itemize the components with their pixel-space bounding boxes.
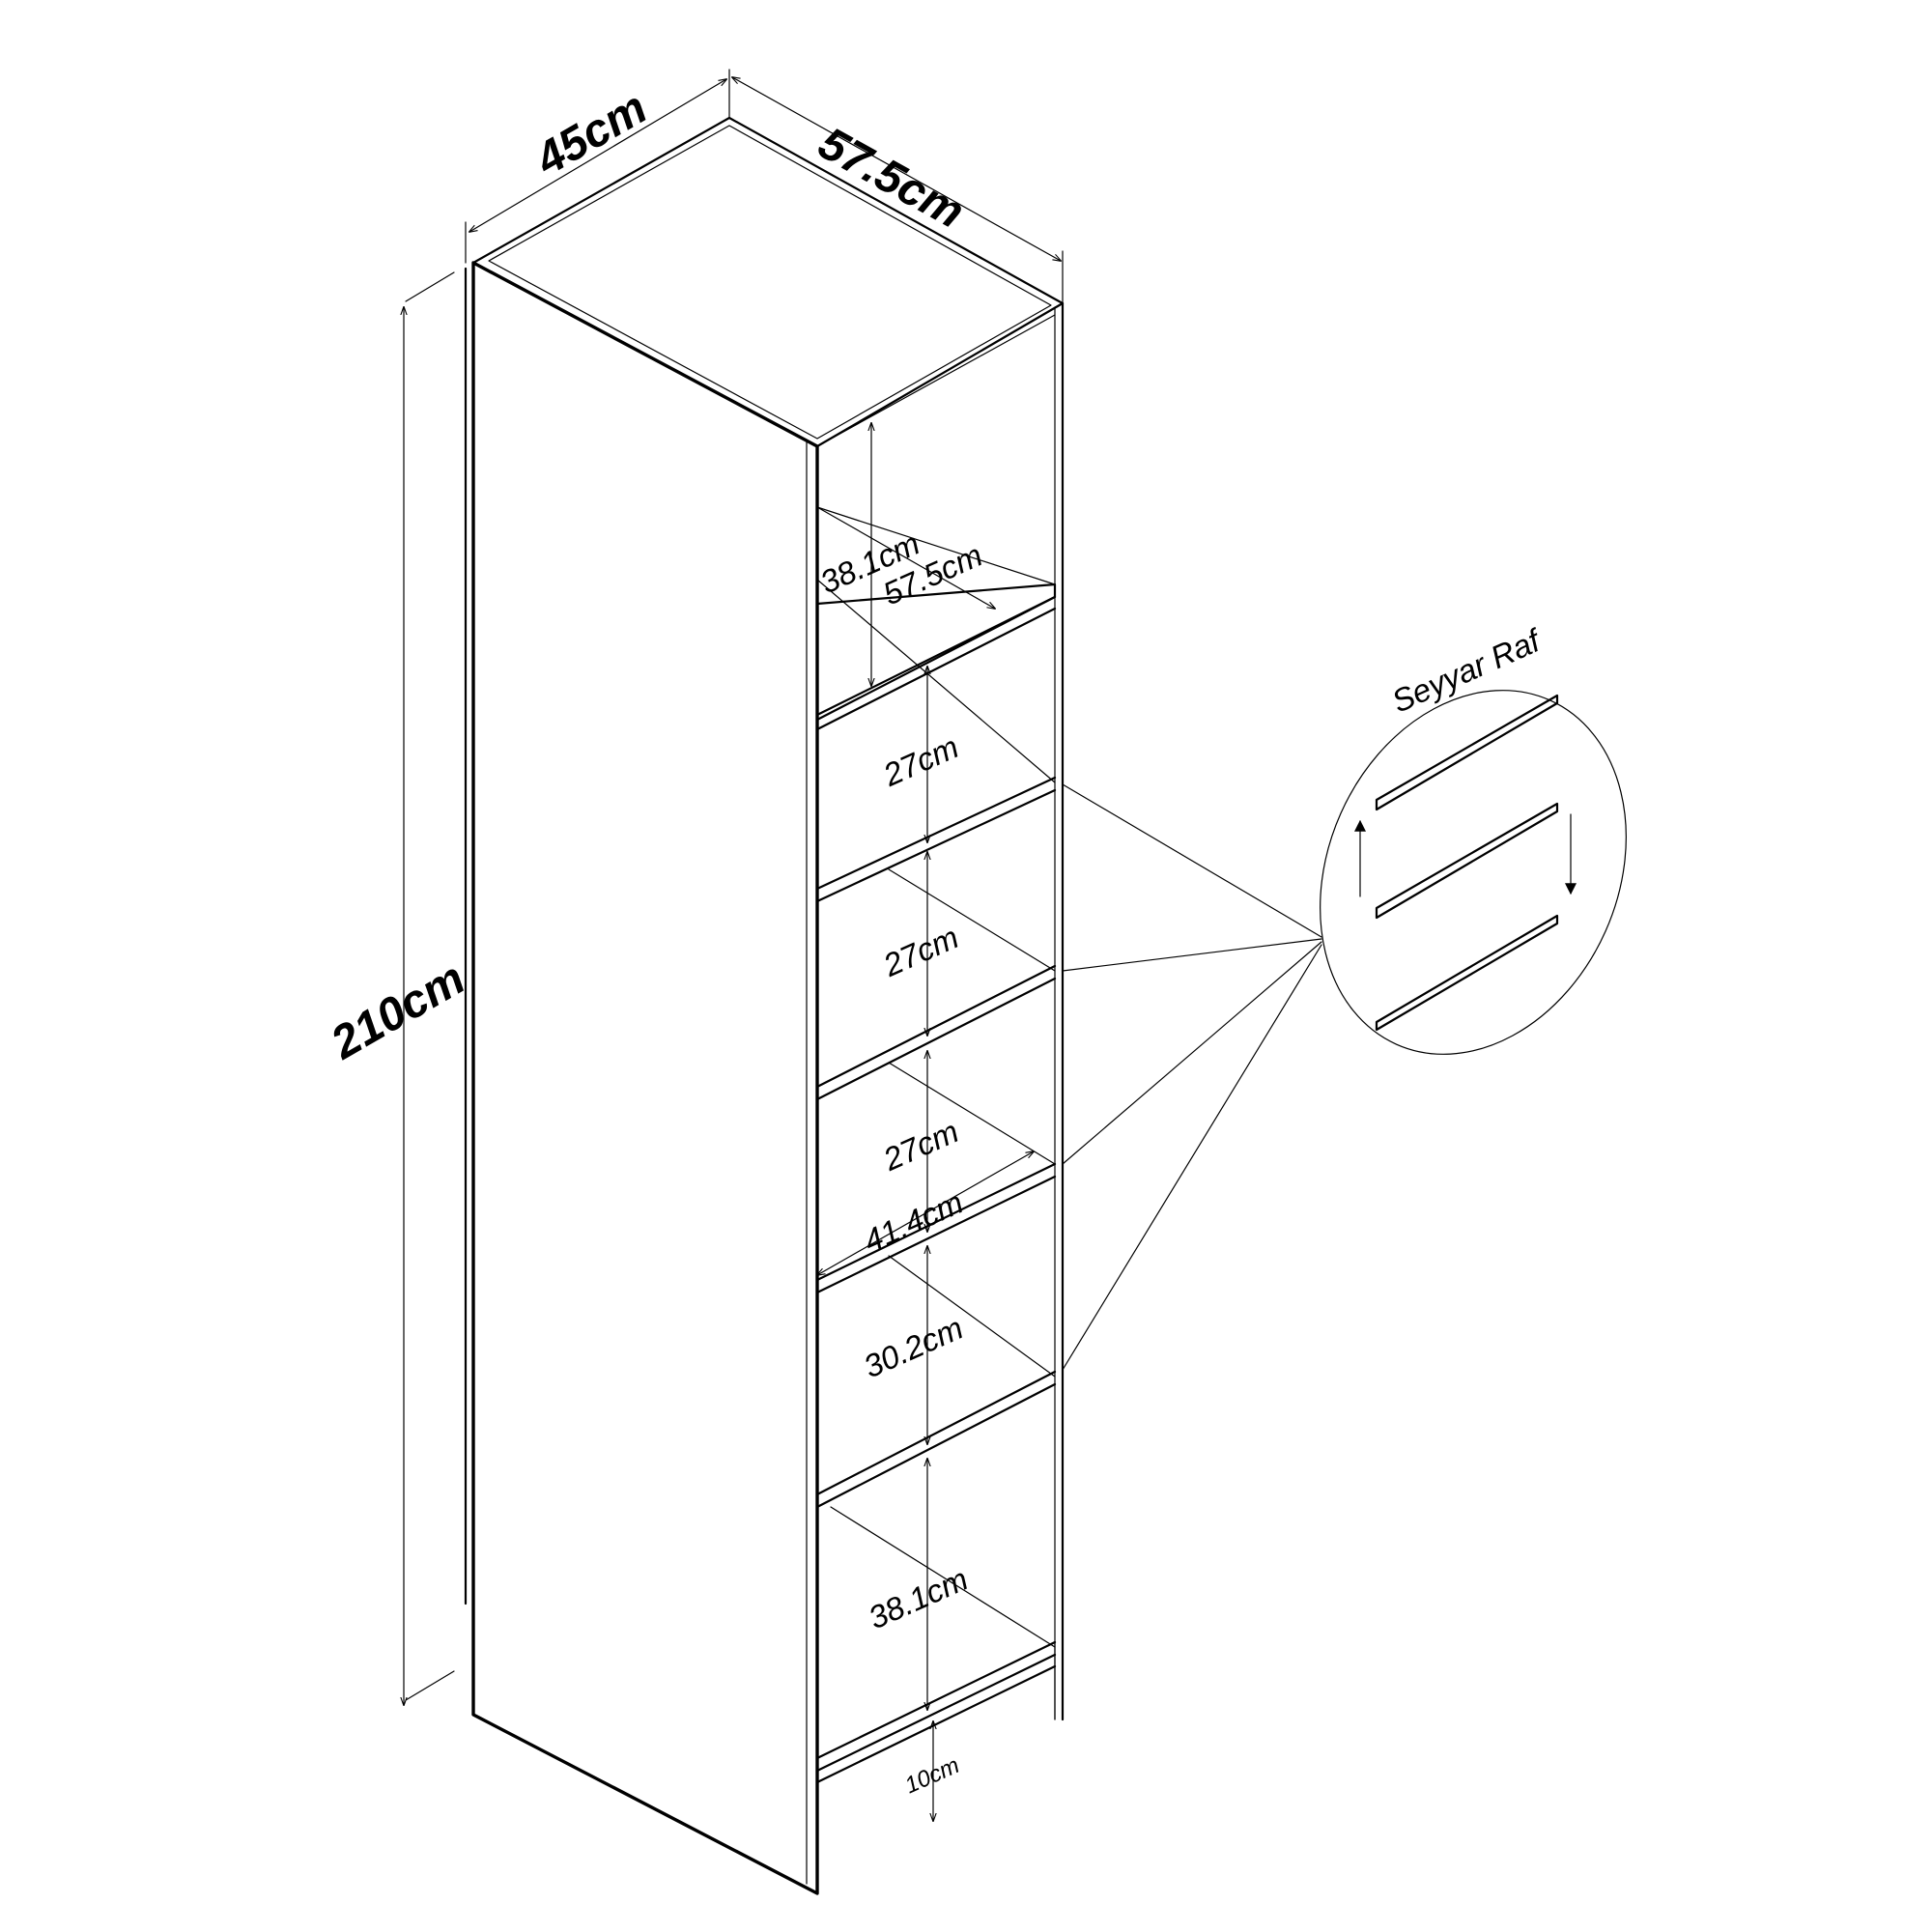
compartment-3-label: 27cm <box>877 919 964 983</box>
detail-leader-lines <box>1062 783 1322 1371</box>
compartment-5-label: 30.2cm <box>858 1310 968 1385</box>
shelf-6 <box>815 1370 1057 1648</box>
movable-shelf-1 <box>1375 694 1559 811</box>
shelf-depth-label: 41.4cm <box>858 1184 968 1260</box>
depth-label: 57.5cm <box>810 118 972 239</box>
cabinet-body <box>464 116 1065 1895</box>
shelf-2 <box>815 579 1057 783</box>
movable-shelf-detail: Seyyar Raf <box>1320 621 1627 1055</box>
shelf-1 <box>815 506 1057 722</box>
shelf-4 <box>815 964 1057 1165</box>
dimension-width: 45cm <box>465 69 730 264</box>
shelf-3 <box>815 776 1057 972</box>
interior-dimensions: 38.1cm 57.5cm 27cm 27cm 27cm 41.4cm 30.2… <box>814 423 1034 1821</box>
dimension-height: 210cm <box>322 271 473 1705</box>
detail-label: Seyyar Raf <box>1386 621 1548 720</box>
compartment-2-label: 27cm <box>877 728 964 793</box>
dimension-depth: 57.5cm <box>732 77 1064 304</box>
compartment-4-label: 27cm <box>877 1113 964 1178</box>
bottom-height-label: 38.1cm <box>863 1561 973 1636</box>
movable-shelf-2 <box>1375 802 1559 920</box>
detail-ellipse <box>1320 690 1627 1055</box>
height-label: 210cm <box>322 952 473 1069</box>
side-panel-left <box>471 261 819 1895</box>
movable-shelf-3 <box>1375 914 1559 1032</box>
plinth-label: 10cm <box>901 1752 964 1800</box>
